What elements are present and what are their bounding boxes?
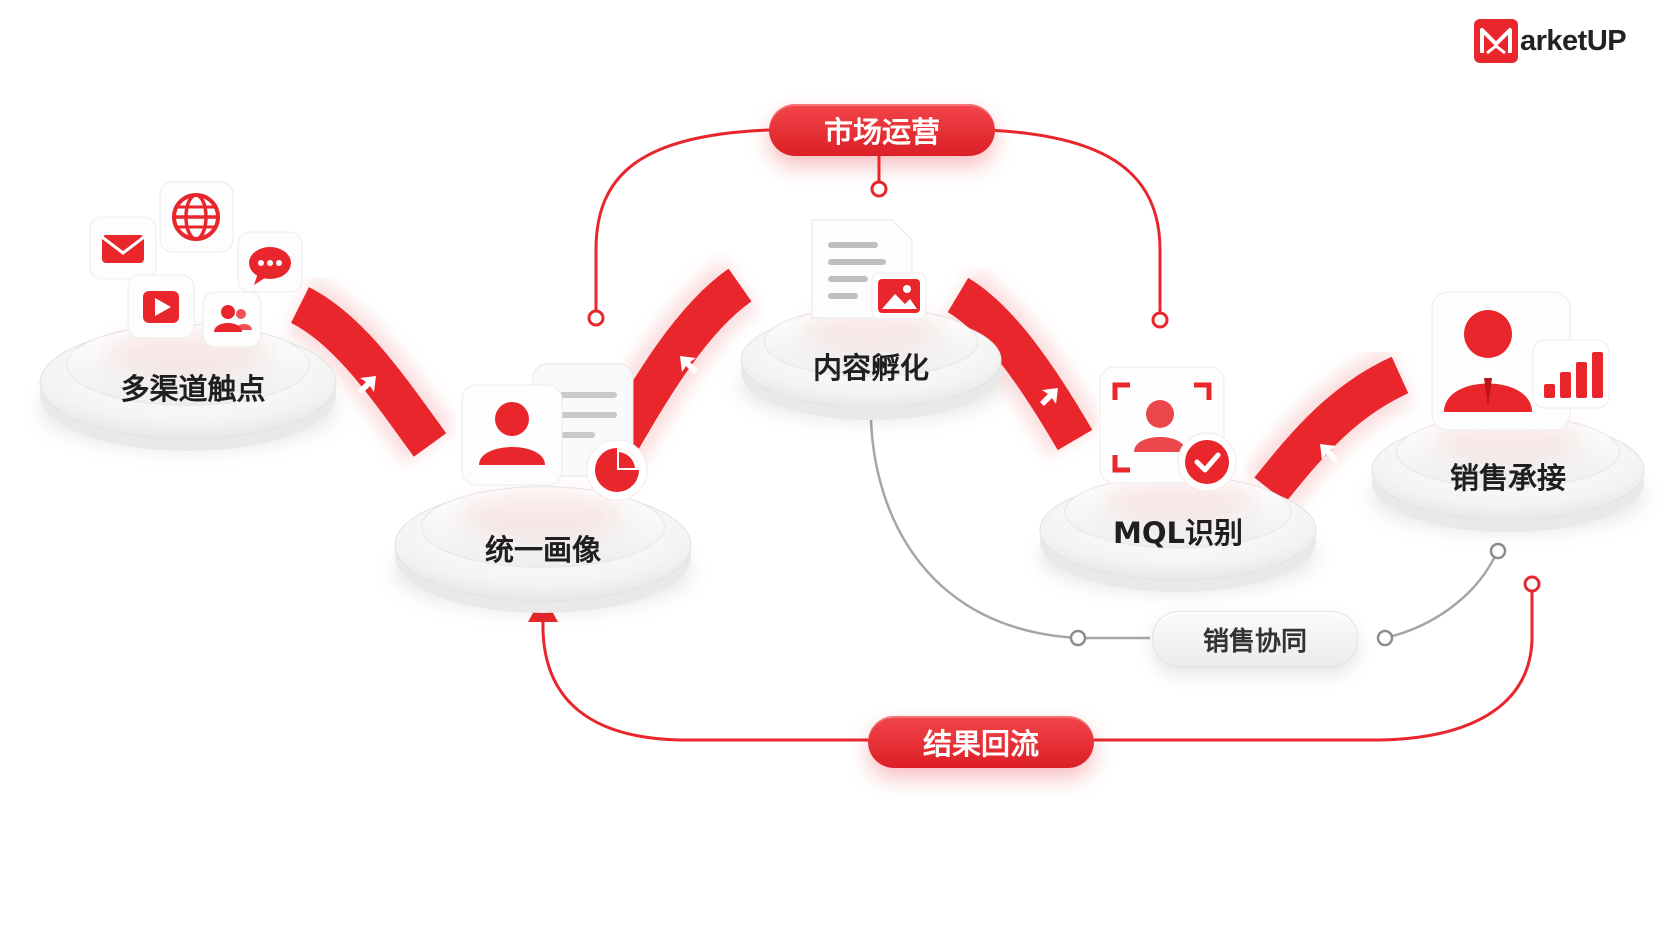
stage-label-sales-handoff: 销售承接 (1449, 461, 1567, 495)
stage-label-mql: MQL识别 (1113, 516, 1243, 550)
middle-loop-right-node (1376, 629, 1394, 647)
middle-loop-top-node (1489, 542, 1507, 560)
ribbon-arrow-4 (1320, 444, 1338, 462)
stage-1-icons (89, 181, 303, 348)
ribbon-arrow-1 (358, 376, 376, 394)
bottom-loop-node (1523, 575, 1541, 593)
mail-icon (101, 235, 145, 263)
bar-chart-icon (1544, 352, 1603, 398)
logo-text: arketUP (1520, 24, 1627, 57)
result-feedback-label: 结果回流 (868, 716, 1094, 768)
document-icon (555, 392, 617, 438)
user-group-icon (214, 305, 252, 332)
video-play-icon (143, 291, 179, 323)
stage-5-icons (1431, 291, 1610, 431)
stage-3-icons (811, 219, 927, 320)
ribbon-3 (947, 277, 1093, 451)
pedestal-3 (740, 306, 1002, 420)
ribbon-arrow-3 (1040, 388, 1058, 406)
top-loop-left-node (587, 309, 605, 327)
logo-m-icon (1474, 19, 1518, 63)
image-icon (878, 279, 920, 313)
stage-4-icons (1099, 366, 1237, 492)
market-ops-label: 市场运营 (769, 104, 995, 156)
scan-user-figure (1134, 400, 1186, 452)
pie-chart-icon (595, 448, 639, 492)
middle-loop-left-line (869, 419, 1079, 640)
sales-collab-label: 销售协同 (1152, 611, 1358, 667)
pedestal-5 (1371, 415, 1645, 532)
stage-label-unified-profile: 统一画像 (484, 533, 602, 567)
top-loop-node (870, 180, 888, 198)
middle-loop-right-line (1384, 551, 1499, 640)
stage-label-multichannel: 多渠道触点 (120, 372, 266, 406)
ribbon-1 (290, 287, 447, 457)
chat-icon (249, 247, 291, 285)
ribbon-4 (1254, 356, 1409, 503)
pedestal-2 (394, 486, 692, 613)
stage-label-content-nurture: 内容孵化 (812, 351, 930, 385)
top-loop-right-node (1151, 311, 1169, 329)
user-profile-icon (479, 402, 545, 465)
salesperson-icon (1444, 310, 1532, 412)
globe-icon (172, 193, 220, 241)
pedestal-1 (39, 324, 337, 451)
middle-loop-left-node (1069, 629, 1087, 647)
ribbon-arrow-2 (680, 356, 698, 374)
check-icon (1185, 440, 1229, 484)
document-icon (828, 242, 886, 299)
stage-2-icons (461, 363, 648, 501)
pedestal-4 (1039, 475, 1317, 592)
brand-logo: arketUP (1474, 17, 1627, 65)
